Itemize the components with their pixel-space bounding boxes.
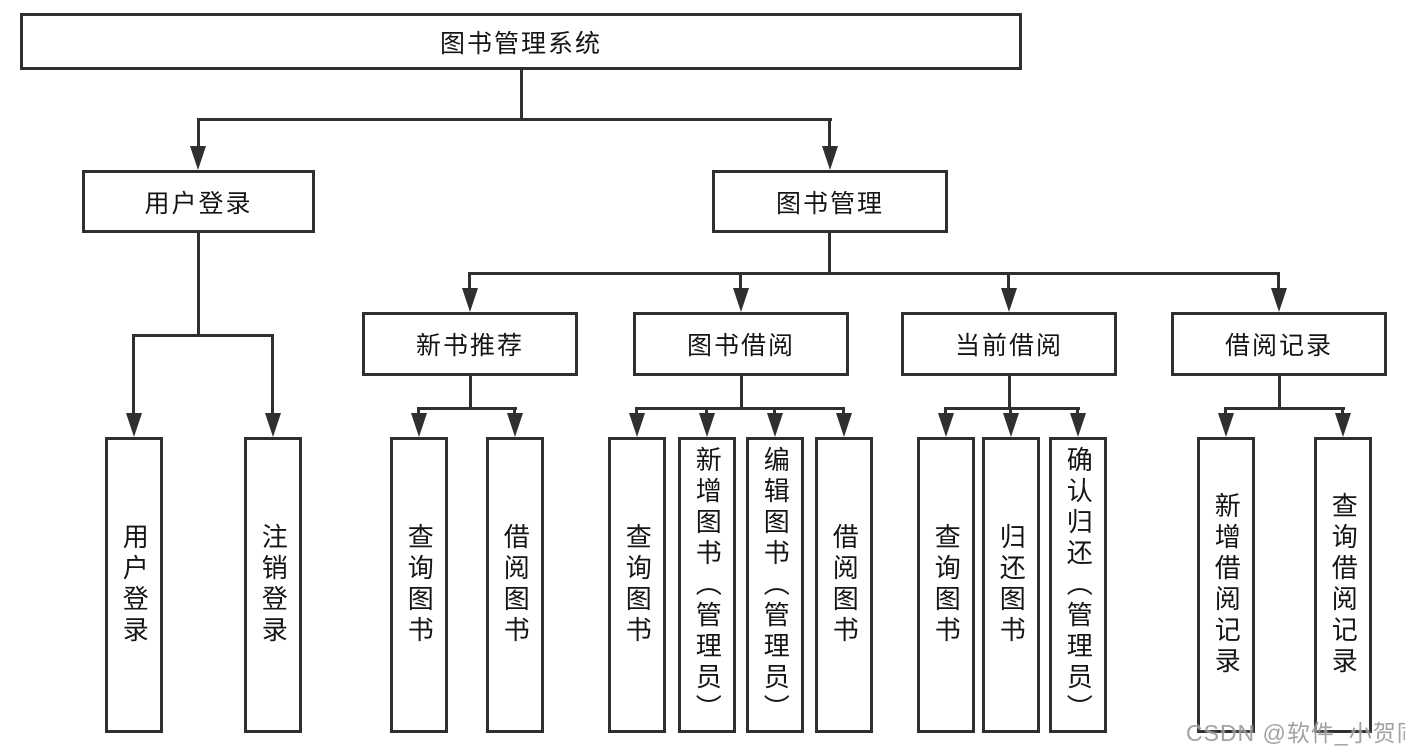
edge-group4-stem [1278,376,1281,409]
edge-drop-book-management [828,118,831,150]
edge-book-mgmt-stem [828,233,831,274]
watermark: CSDN @软件_小贺同学 [1186,720,1405,746]
node-leaf-query-books-current: 查询图书 [917,437,975,733]
node-user-login: 用户登录 [82,170,315,233]
node-leaf-query-borrow-record: 查询借阅记录 [1314,437,1372,733]
edge-group1-branch [417,407,517,410]
node-current-borrow: 当前借阅 [901,312,1117,376]
node-book-management: 图书管理 [712,170,948,233]
node-leaf-edit-book-admin: 编辑图书（管理员） [746,437,804,733]
node-leaf-borrow-books-recommend: 借阅图书 [486,437,544,733]
node-leaf-confirm-return-admin: 确认归还（管理员） [1049,437,1107,733]
node-new-book-recommend: 新书推荐 [362,312,578,376]
node-leaf-logout: 注销登录 [244,437,302,733]
edge-root-branch [197,118,832,121]
arrowhead-icon [411,413,427,437]
arrowhead-icon [733,288,749,312]
arrowhead-icon [938,413,954,437]
node-leaf-query-books-recommend: 查询图书 [390,437,448,733]
arrowhead-icon [1070,413,1086,437]
arrowhead-icon [1335,413,1351,437]
node-borrow-records: 借阅记录 [1171,312,1387,376]
node-leaf-borrow-books: 借阅图书 [815,437,873,733]
node-leaf-user-login: 用户登录 [105,437,163,733]
edge-drop-new-book [468,272,471,290]
arrowhead-icon [1001,288,1017,312]
edge-user-login-branch [133,334,274,337]
arrowhead-icon [507,413,523,437]
edge-root-stem [520,69,523,119]
edge-drop-current-borrow [1007,272,1010,290]
edge-group3-branch [944,407,1080,410]
node-root: 图书管理系统 [20,13,1022,70]
edge-user-login-stem [197,233,200,336]
edge-group2-branch [635,407,845,410]
node-leaf-return-book: 归还图书 [982,437,1040,733]
edge-drop-login-leaf [132,334,135,415]
arrowhead-icon [836,413,852,437]
arrowhead-icon [126,413,142,437]
arrowhead-icon [1003,413,1019,437]
arrowhead-icon [1218,413,1234,437]
arrowhead-icon [462,288,478,312]
arrowhead-icon [265,413,281,437]
arrowhead-icon [822,146,838,170]
node-leaf-add-borrow-record: 新增借阅记录 [1197,437,1255,733]
node-leaf-add-book-admin: 新增图书（管理员） [678,437,736,733]
edge-book-mgmt-branch [468,272,1280,275]
arrowhead-icon [629,413,645,437]
edge-drop-logout-leaf [271,334,274,415]
node-book-borrow: 图书借阅 [633,312,849,376]
edge-drop-borrow-records [1277,272,1280,290]
edge-group2-stem [740,376,743,409]
edge-group1-stem [469,376,472,409]
edge-drop-book-borrow [739,272,742,290]
arrowhead-icon [699,413,715,437]
edge-group4-branch [1224,407,1345,410]
edge-group3-stem [1008,376,1011,409]
edge-drop-user-login [197,118,200,150]
arrowhead-icon [1271,288,1287,312]
arrowhead-icon [767,413,783,437]
node-leaf-query-books-borrow: 查询图书 [608,437,666,733]
arrowhead-icon [190,146,206,170]
